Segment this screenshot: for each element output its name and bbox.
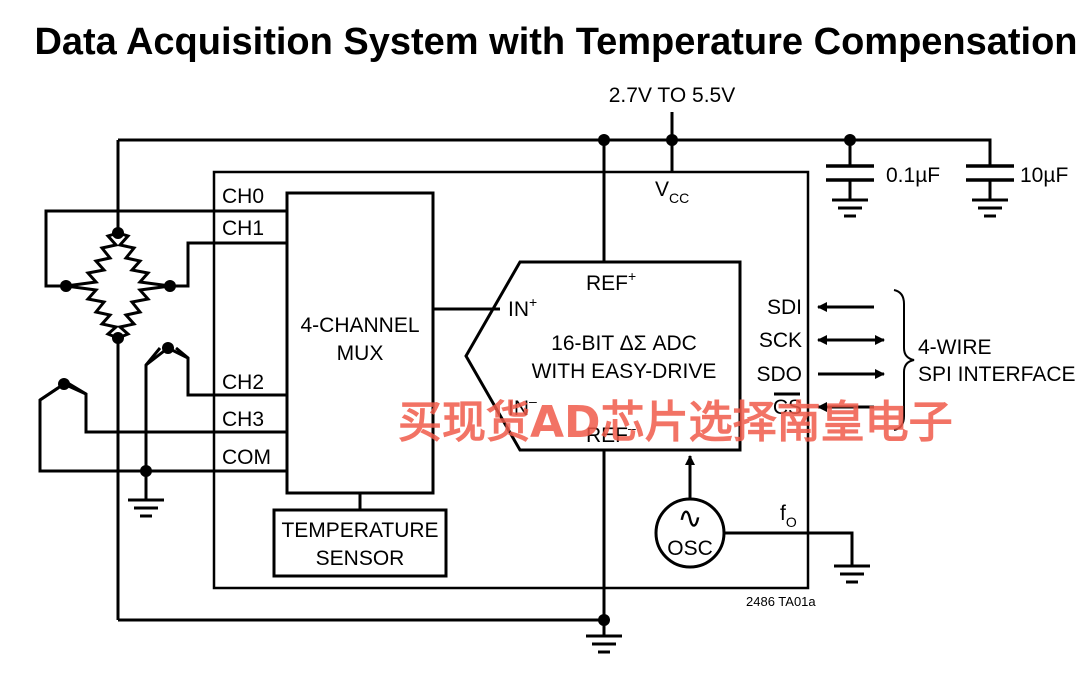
channel-wires	[38, 209, 287, 473]
temperature-sensor-block	[272, 508, 448, 578]
vcc-label: VCC	[655, 178, 689, 206]
ic-package-outline	[212, 170, 810, 590]
channel-com-label: COM	[222, 446, 271, 469]
fo-label: fO	[780, 502, 797, 530]
channel-ch1-label: CH1	[222, 217, 264, 240]
temperature-sensor-line2: SENSOR	[316, 547, 405, 570]
temperature-sensor-line1: TEMPERATURE	[281, 519, 438, 542]
supply-voltage-label: 2.7V TO 5.5V	[609, 84, 735, 107]
oscillator-label: OSC	[667, 537, 713, 560]
adc-ref-plus-label: REF+	[586, 268, 636, 295]
figure-id: 2486 TA01a	[746, 594, 816, 609]
oscillator-symbol: ∿	[677, 502, 702, 535]
com-ground	[128, 465, 164, 518]
adc-block	[464, 260, 742, 452]
diagram-title: Data Acquisition System with Temperature…	[34, 21, 1077, 63]
bottom-ground-rail	[118, 450, 622, 654]
bridge-sensor	[60, 140, 176, 620]
spi-brace	[893, 289, 915, 431]
spi-sck-label: SCK	[759, 329, 802, 352]
spi-brace-label-line1: 4-WIRE	[918, 336, 992, 359]
mux-block	[285, 191, 435, 495]
capacitor-10uf	[966, 164, 1014, 218]
spi-cs-label: CS	[773, 396, 802, 419]
adc-in-plus-label: IN+	[508, 294, 537, 321]
channel-ch3-label: CH3	[222, 408, 264, 431]
capacitor-0-1uf-label: 0.1µF	[886, 164, 940, 187]
capacitor-10uf-label: 10µF	[1020, 164, 1068, 187]
adc-label-line2: WITH EASY-DRIVE	[532, 360, 717, 383]
spi-sdo-label: SDO	[756, 363, 802, 386]
watermark-text: 买现货AD芯片选择南皇电子	[398, 397, 953, 448]
spi-brace-label-line2: SPI INTERFACE	[918, 363, 1076, 386]
mux-label-line1: 4-CHANNEL	[300, 314, 419, 337]
fo-ground	[724, 531, 870, 584]
capacitor-0-1uf	[826, 164, 874, 218]
thermocouple-1	[145, 342, 189, 367]
supply-rail	[118, 112, 992, 262]
adc-ref-minus-label: REF–	[586, 420, 636, 447]
thermocouple-2	[39, 378, 87, 402]
mux-label-line2: MUX	[337, 342, 384, 365]
channel-ch2-label: CH2	[222, 371, 264, 394]
spi-sdi-label: SDI	[767, 296, 802, 319]
adc-in-minus-label: IN–	[508, 393, 537, 420]
adc-label-line1: 16-BIT ΔΣ ADC	[551, 332, 697, 355]
channel-ch0-label: CH0	[222, 185, 264, 208]
spi-arrows	[817, 302, 885, 412]
